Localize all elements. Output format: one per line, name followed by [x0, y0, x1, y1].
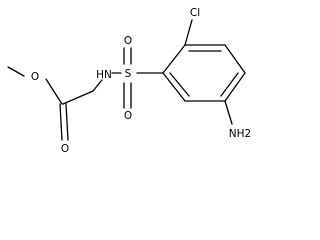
ring-bond-6 — [162, 72, 186, 102]
bond-ring-nh2 — [224, 100, 233, 125]
atom-o-ester: O — [31, 71, 39, 83]
bond-carbonyl-ch2 — [62, 90, 94, 105]
bond-ring-cl — [184, 19, 193, 46]
bond-carbonyl-double-2 — [65, 103, 69, 141]
bond-ch2-n — [92, 79, 103, 92]
bonds — [7, 19, 246, 141]
ring-bond-4 — [224, 72, 246, 102]
atom-chlorine: Cl — [190, 7, 200, 19]
atom-nh: HN — [96, 69, 112, 81]
atom-amine: NH2 — [229, 128, 251, 140]
ring-bond-3 — [224, 44, 246, 74]
ring-double-3 — [169, 72, 190, 97]
bond-carbonyl-double-1 — [59, 103, 63, 141]
atom-sulfur: S — [125, 68, 132, 80]
atom-o-sulfonyl-bottom: O — [124, 110, 132, 122]
bond-methyl-o — [7, 66, 25, 77]
structure-diagram: O O HN S O O Cl NH2 — [7, 7, 252, 155]
ring-double-2 — [220, 72, 239, 97]
molecule-drawing: O O HN S O O Cl NH2 — [7, 7, 251, 155]
atom-o-carbonyl: O — [61, 143, 69, 155]
ring-bond-1 — [162, 44, 186, 74]
atom-labels: O O HN S O O Cl NH2 — [31, 7, 251, 155]
atom-o-sulfonyl-top: O — [124, 35, 132, 47]
bond-o-carbonyl — [45, 78, 63, 105]
